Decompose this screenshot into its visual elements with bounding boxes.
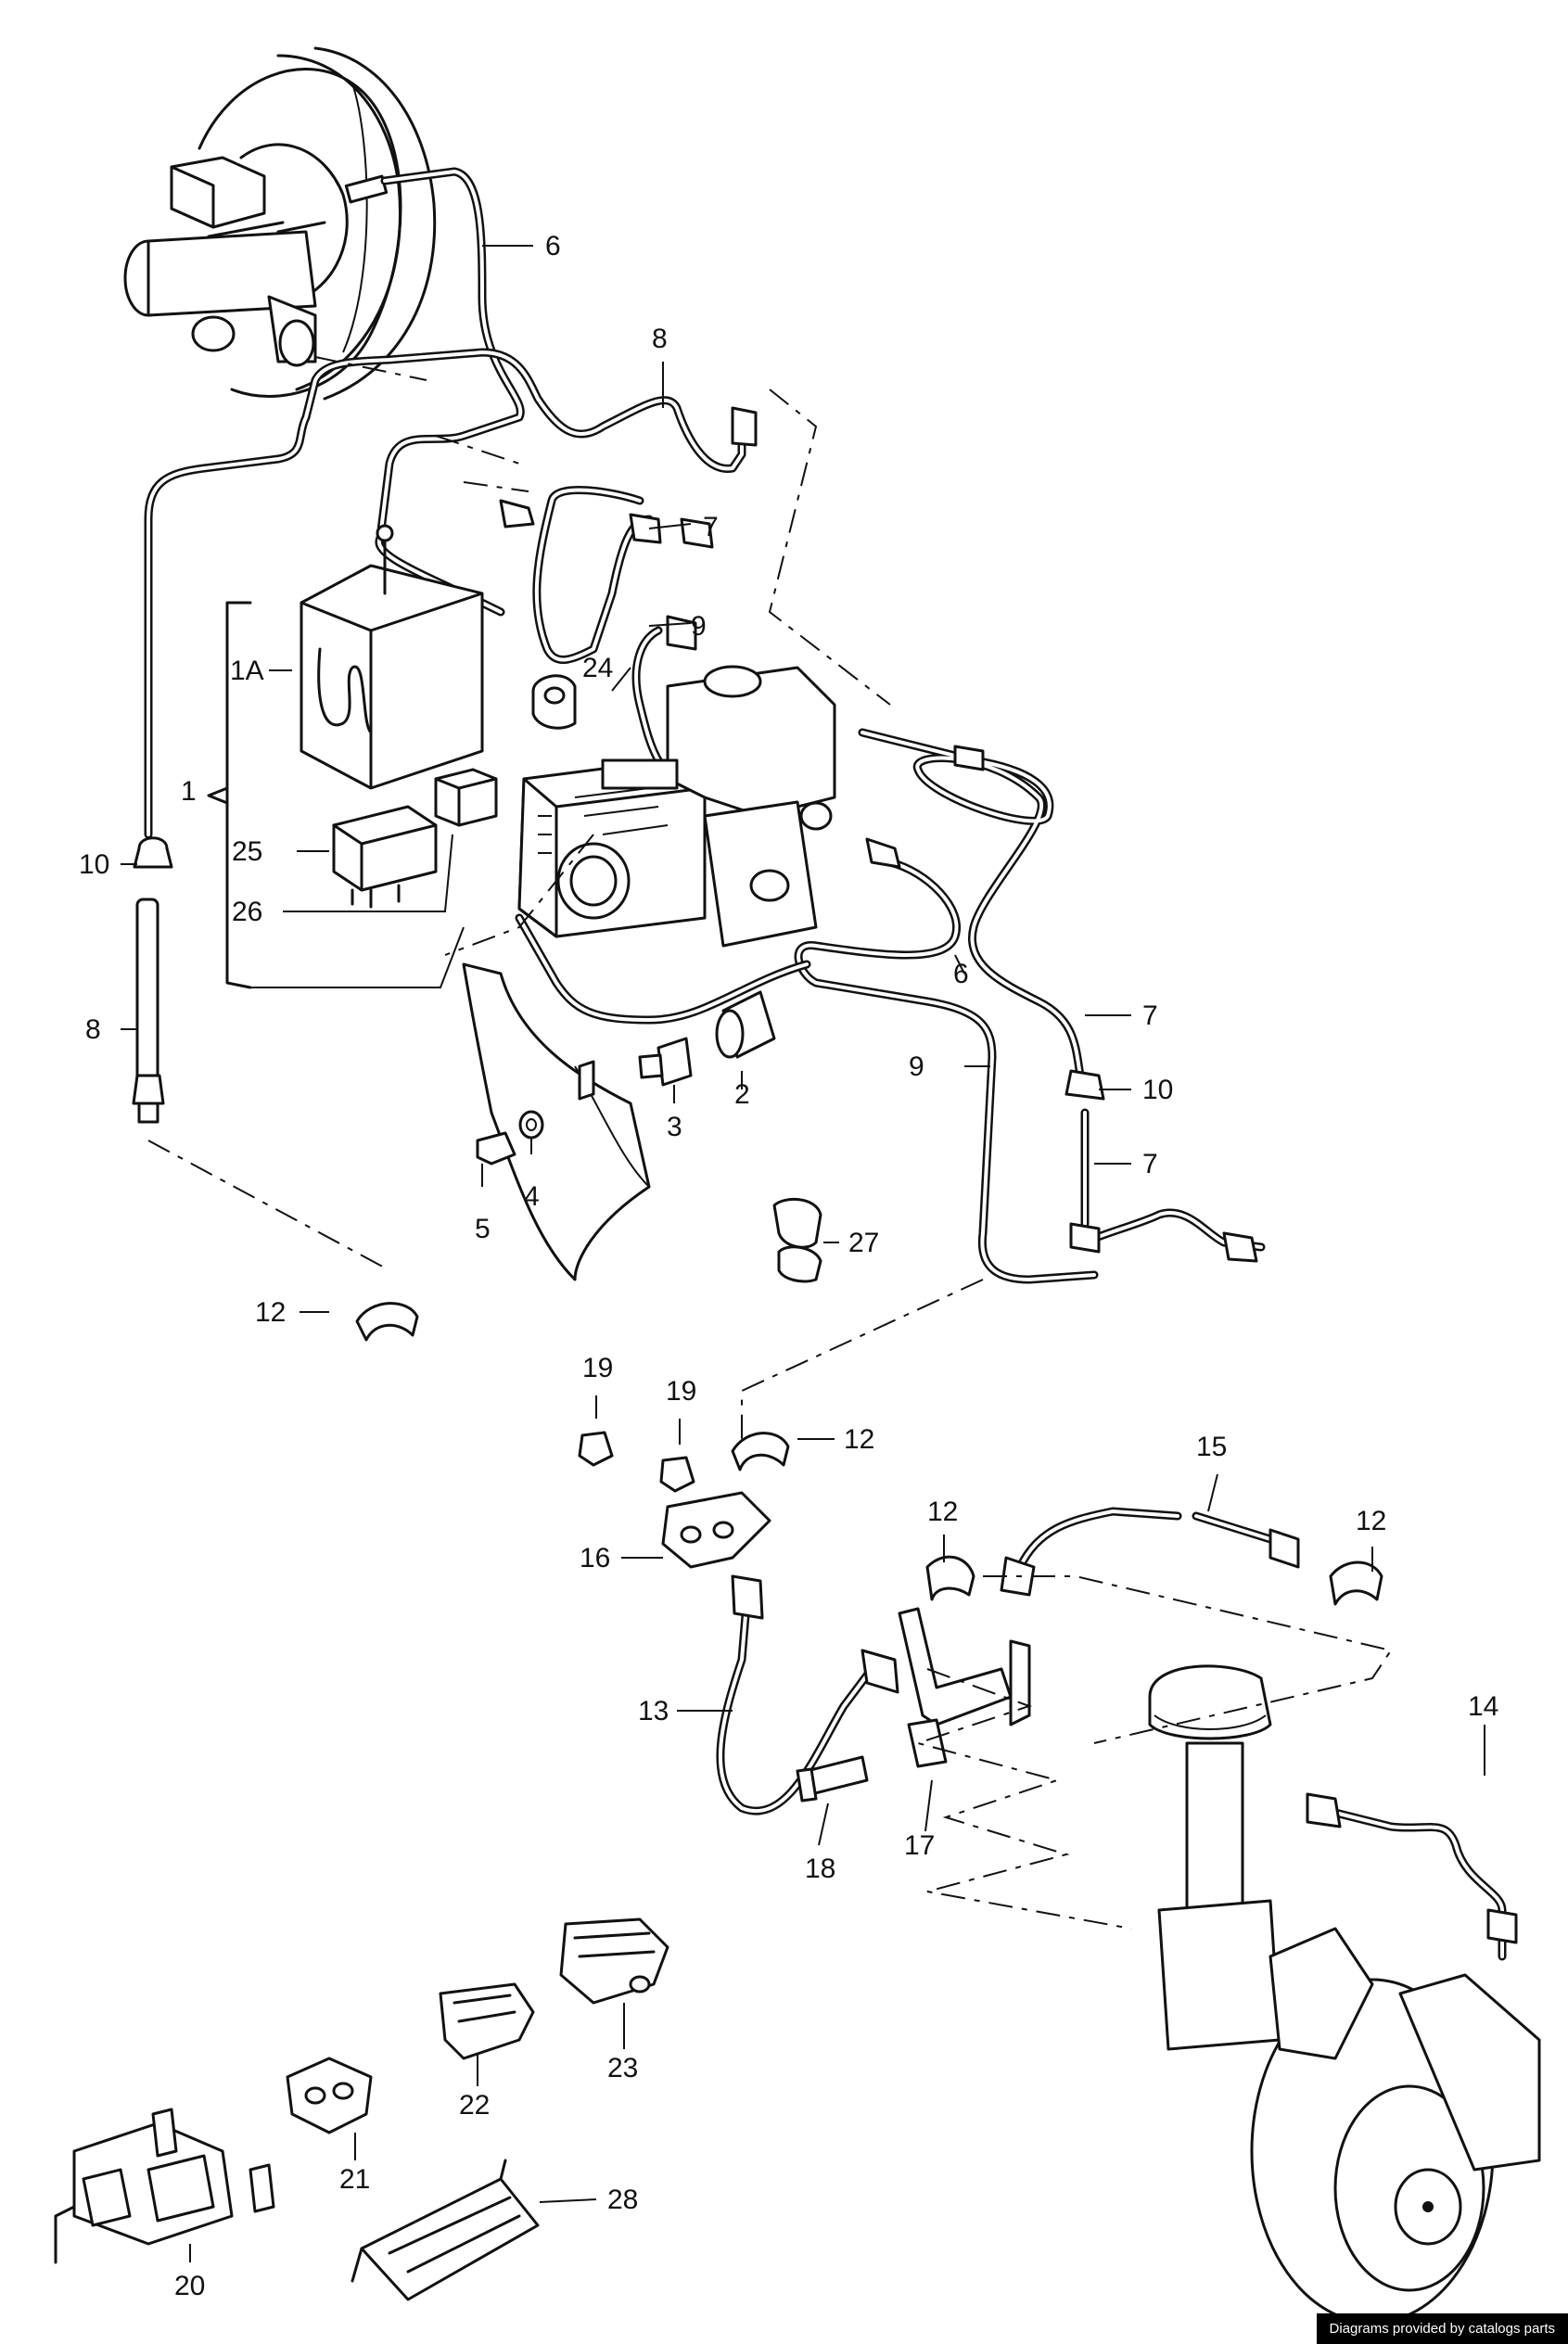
callout-13: 13: [638, 1696, 669, 1726]
callout-10-top: 9: [691, 611, 707, 642]
clip-12-left: [355, 1302, 419, 1342]
mounting-bracket: [462, 962, 651, 1281]
callout-25: 25: [232, 836, 262, 867]
callout-9-top: 8: [652, 324, 668, 354]
callout-labels: 6 8 7 9 24 1A 1 25 26 10 8 2 3 4 5 27 6 …: [79, 231, 1498, 2301]
bracket-16: [661, 1491, 771, 1569]
callout-16: 16: [580, 1543, 610, 1573]
bracket-17: [898, 1607, 1031, 1768]
callout-14: 14: [1468, 1691, 1498, 1722]
brake-hose-13: [716, 1574, 899, 1815]
pipe-fittings: [133, 406, 1258, 1263]
callout-7: 7: [703, 512, 719, 542]
callout-18: 18: [805, 1854, 835, 1884]
master-cylinder: [123, 156, 389, 367]
callout-24: 24: [582, 653, 613, 683]
callout-2: 2: [734, 1079, 750, 1110]
callout-12-left: 12: [255, 1297, 286, 1328]
relay-26: [434, 768, 498, 827]
brake-hose-14: [1306, 1792, 1518, 1961]
callout-leaders: [121, 245, 1485, 2262]
washer-4: [518, 1110, 544, 1140]
credit-banner: Diagrams provided by catalogs parts: [1316, 2313, 1568, 2344]
callout-11-right: 10: [1142, 1075, 1173, 1105]
callout-9-left: 8: [85, 1014, 101, 1045]
brake-hose-15: [1000, 1507, 1300, 1597]
callout-28: 28: [607, 2185, 638, 2215]
bracket-1-outline: [207, 601, 252, 989]
clip-21: [286, 2057, 373, 2134]
callout-15: 15: [1196, 1432, 1227, 1462]
callout-8-lower: 7: [1142, 1149, 1158, 1179]
phantom-lines: [147, 356, 1393, 1930]
callout-1A: 1A: [230, 656, 264, 686]
relay-25: [332, 805, 438, 909]
abs-hydraulic-unit: [517, 665, 836, 948]
clip-27: [772, 1197, 822, 1283]
callout-4: 4: [524, 1181, 540, 1212]
callout-23: 23: [607, 2053, 638, 2083]
brake-pipe-right: [858, 728, 1266, 1252]
brake-hose-9-left: [132, 898, 165, 1124]
clip-28: [351, 2159, 540, 2301]
brake-pipes-lower: [515, 858, 1099, 1284]
suspension-strut: [1148, 1664, 1281, 2051]
callout-12-right: 12: [1356, 1506, 1386, 1536]
callout-5: 5: [475, 1214, 491, 1244]
callout-22: 22: [459, 2090, 490, 2121]
brake-pipes-upper: [144, 167, 746, 839]
callout-19-right: 19: [666, 1376, 696, 1407]
clip-12-mid: [731, 1432, 790, 1471]
callout-3: 3: [667, 1112, 682, 1142]
nuts-19: [578, 1431, 695, 1493]
callout-12-center: 12: [927, 1497, 958, 1527]
abs-control-unit: [300, 524, 484, 790]
rubber-mount-2: [715, 990, 776, 1059]
callout-17: 17: [904, 1830, 935, 1861]
brake-booster: [198, 46, 437, 401]
callout-20: 20: [174, 2271, 205, 2301]
clip-12-right: [925, 1555, 1383, 1606]
callout-21: 21: [339, 2164, 370, 2195]
callout-1: 1: [181, 776, 197, 807]
callout-19-left: 19: [582, 1353, 613, 1383]
callout-6-top: 6: [545, 231, 561, 261]
clip-22: [439, 1982, 535, 2060]
callout-11-left: 10: [79, 849, 109, 880]
bolt-18: [796, 1755, 869, 1803]
callout-12-mid: 12: [844, 1424, 874, 1455]
callout-27: 27: [848, 1228, 879, 1258]
holder-20: [54, 2108, 275, 2264]
bolt-3: [638, 1037, 693, 1087]
callout-6-mid: 6: [953, 959, 969, 989]
brake-disc: [1250, 1927, 1541, 2325]
callout-10-mid: 9: [909, 1051, 924, 1082]
nut-5: [476, 1131, 516, 1166]
clamp-24: [531, 674, 577, 730]
clip-23: [559, 1917, 669, 2005]
callout-26: 26: [232, 897, 262, 927]
callout-8-upper: 7: [1142, 1000, 1158, 1031]
